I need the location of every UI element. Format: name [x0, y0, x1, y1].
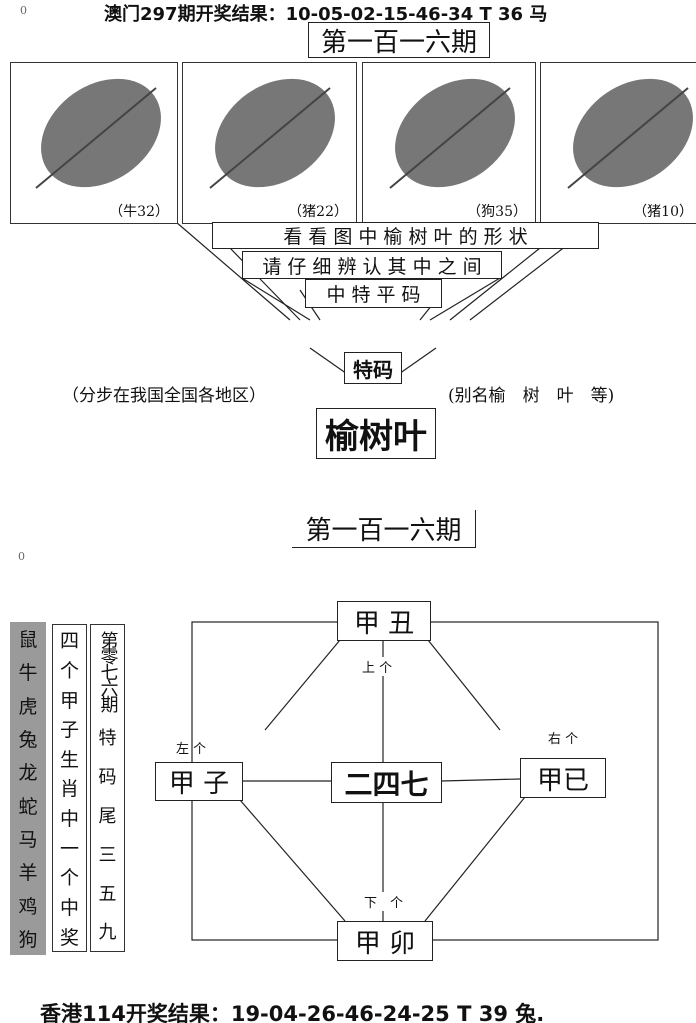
- hint-char: 个: [59, 659, 79, 682]
- answer-box: 榆树叶: [316, 408, 436, 459]
- zodiac: 虎: [18, 695, 38, 718]
- tail-char: 九: [98, 922, 117, 944]
- panel-caption: （牛32）: [109, 204, 169, 220]
- leaf-image: [35, 78, 161, 189]
- tail-char: 尾: [98, 805, 117, 827]
- hint-char: 四: [59, 630, 79, 653]
- tail-char: 特: [98, 728, 117, 750]
- zodiac: 兔: [18, 729, 38, 752]
- zodiac: 羊: [18, 862, 38, 885]
- panel-caption: （狗35）: [467, 204, 527, 220]
- panel-caption: （猪22）: [288, 204, 348, 220]
- corner-mark: 0: [18, 550, 25, 563]
- hint-char: 甲: [59, 689, 79, 712]
- period-title-2: 第一百一六期: [292, 510, 476, 548]
- hint-column: 四个甲子生肖中一个中奖: [52, 624, 87, 952]
- left-note: （分步在我国全国各地区）: [62, 386, 266, 406]
- tail-char: 五: [98, 883, 117, 905]
- hongkong-result-footer: 香港114开奖结果：19-04-26-46-24-25 T 39 兔.: [40, 1002, 545, 1023]
- leaf-image-panel: （猪10）: [540, 62, 696, 224]
- top-label: 上 个: [362, 657, 393, 676]
- tail-char: 码: [98, 767, 117, 789]
- hint-char: 子: [59, 719, 79, 742]
- zodiac: 牛: [18, 662, 38, 685]
- leaf-image-panel: （狗35）: [362, 62, 536, 224]
- zodiac: 鸡: [18, 895, 38, 918]
- right-note: (别名榆 树 叶 等): [448, 386, 615, 406]
- macau-result-header: 澳门297期开奖结果：10-05-02-15-46-34 T 36 马: [104, 4, 548, 25]
- zodiac: 鼠: [18, 629, 38, 652]
- diagram-left: 甲 子: [155, 762, 243, 801]
- right-label: 右 个: [548, 732, 579, 747]
- zodiac: 马: [18, 828, 38, 851]
- leaf-image: [209, 78, 335, 189]
- diagram-center: 二四七: [331, 762, 442, 803]
- hint-char: 中: [59, 896, 79, 919]
- hint-char: 个: [59, 867, 79, 890]
- bottom-label: 下 个: [364, 892, 404, 911]
- zodiac: 狗: [18, 928, 38, 951]
- hint-char: 中: [59, 808, 79, 831]
- riddle-line-1: 看 看 图 中 榆 树 叶 的 形 状: [212, 222, 599, 249]
- zodiac: 龙: [18, 762, 38, 785]
- special-code-label: 特码: [344, 352, 402, 384]
- panel-caption: （猪10）: [633, 204, 693, 220]
- hint-char: 奖: [59, 926, 79, 949]
- hint-char: 生: [59, 748, 79, 771]
- tail-period: 第零七六期: [97, 631, 119, 712]
- tail-char: 三: [98, 844, 117, 866]
- riddle-line-2: 请 仔 细 辨 认 其 中 之 间: [242, 251, 502, 279]
- diagram-right: 甲已: [520, 758, 606, 798]
- leaf-image: [389, 78, 515, 189]
- zodiac: 蛇: [18, 795, 38, 818]
- diagram-bottom: 甲 卯: [337, 921, 433, 961]
- leaf-image: [567, 78, 693, 189]
- hint-char: 一: [59, 837, 79, 860]
- corner-mark: 0: [20, 4, 27, 17]
- hint-char: 肖: [59, 778, 79, 801]
- zodiac-column: 鼠牛虎兔龙蛇马羊鸡狗: [10, 622, 46, 955]
- tail-column: 第零七六期特码尾三五九: [90, 624, 125, 952]
- diagram-top: 甲 丑: [337, 601, 431, 641]
- riddle-line-3: 中 特 平 码: [305, 279, 442, 308]
- leaf-image-panel: （牛32）: [10, 62, 178, 224]
- left-label: 左 个: [176, 742, 207, 757]
- leaf-image-panel: （猪22）: [182, 62, 357, 224]
- period-title: 第一百一六期: [308, 22, 490, 58]
